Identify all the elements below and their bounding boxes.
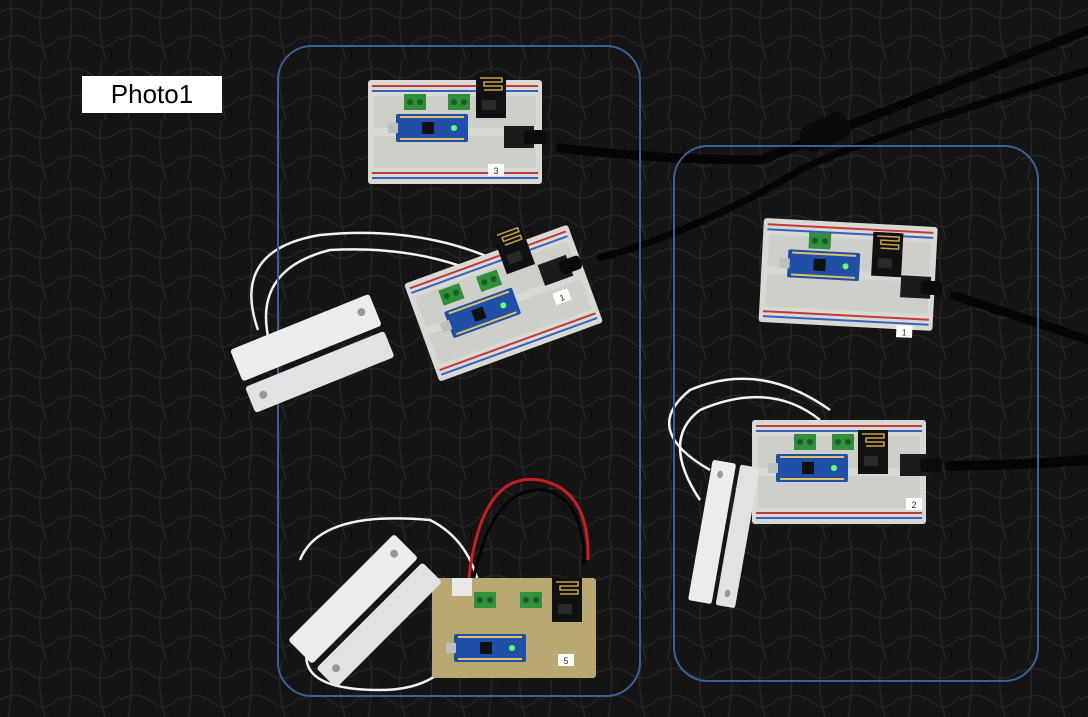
group-outline-left (277, 45, 641, 697)
photo-label: Photo1 (82, 76, 222, 113)
board-number-middle-left: 1 (558, 292, 566, 303)
board-number-tag (552, 288, 572, 306)
black-cables (555, 25, 1088, 471)
board-number-tag (488, 164, 504, 176)
sensor-wires (250, 231, 831, 692)
power-wires (466, 477, 590, 589)
board-number-tag (558, 654, 574, 666)
board-number-tag (895, 325, 913, 338)
board-number-bottom-left: 5 (563, 656, 568, 666)
breadboard-bottom-right: 2 (752, 420, 942, 524)
pcb-board-bottom-left: 5 (432, 577, 596, 678)
breadboard-top-left: 3 (368, 73, 546, 184)
breadboard-middle-left: 1 (404, 221, 604, 382)
board-number-top-right: 1 (901, 327, 907, 337)
board-number-top-left: 3 (493, 166, 498, 176)
board-number-bottom-right: 2 (911, 500, 916, 510)
group-outline-right (673, 145, 1039, 682)
breadboard-top-right: 1 (758, 218, 944, 338)
board-number-tag (906, 498, 922, 510)
